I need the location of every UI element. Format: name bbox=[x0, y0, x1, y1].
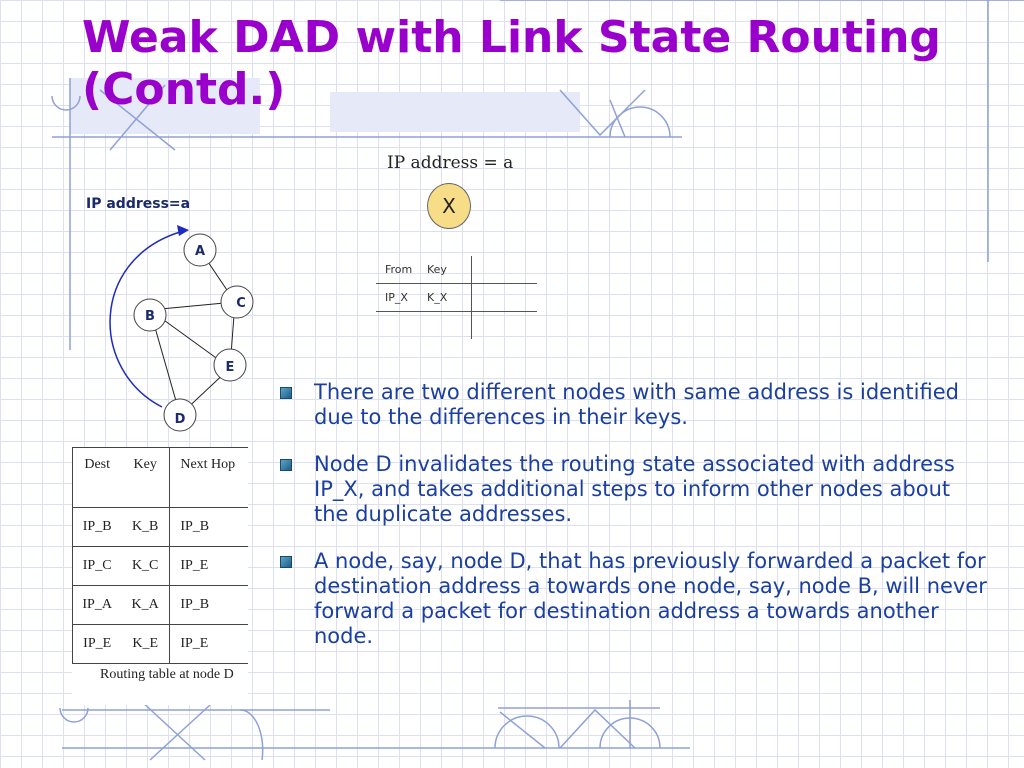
graph-node-e: E bbox=[213, 348, 247, 382]
graph-node-b: B bbox=[133, 298, 167, 332]
table-row: IP_E K_E IP_E bbox=[71, 624, 248, 664]
node-x: X bbox=[427, 183, 471, 229]
cell-key: K_A bbox=[131, 597, 159, 612]
ip-address-caption: IP address = a bbox=[387, 153, 514, 173]
node-label-d: D bbox=[175, 412, 186, 427]
square-bullet-icon bbox=[280, 556, 292, 568]
cell-from: IP_X bbox=[385, 291, 408, 304]
node-label-b: B bbox=[145, 309, 155, 324]
column-header-next-hop: Next Hop bbox=[169, 447, 248, 508]
network-graph: A B C D E bbox=[109, 225, 254, 432]
table-header-row: Dest Key Next Hop bbox=[71, 447, 248, 508]
cell-next-hop: IP_E bbox=[169, 546, 248, 586]
list-item: There are two different nodes with same … bbox=[280, 380, 990, 430]
cell-next-hop: IP_B bbox=[169, 585, 248, 625]
cell-dest: IP_A bbox=[82, 597, 112, 612]
bullet-text: Node D invalidates the routing state ass… bbox=[314, 452, 955, 526]
routing-table-caption: Routing table at node D bbox=[100, 667, 234, 682]
column-header-dest: Dest bbox=[84, 457, 110, 472]
cell-dest: IP_B bbox=[82, 519, 112, 534]
bullet-text: There are two different nodes with same … bbox=[314, 380, 959, 429]
cell-next-hop: IP_E bbox=[169, 624, 248, 664]
list-item: Node D invalidates the routing state ass… bbox=[280, 452, 990, 527]
from-key-table: From Key IP_X K_X bbox=[376, 256, 537, 339]
cell-key: K_B bbox=[131, 519, 159, 534]
bullet-list: There are two different nodes with same … bbox=[280, 380, 990, 671]
cell-next-hop: IP_B bbox=[169, 507, 248, 547]
cell-key: K_X bbox=[427, 291, 448, 304]
cell-dest: IP_E bbox=[83, 636, 112, 651]
table-row: IP_A K_A IP_B bbox=[71, 585, 248, 625]
route-arrow-head bbox=[177, 225, 189, 236]
cell-dest: IP_C bbox=[82, 558, 112, 573]
route-arrow-path bbox=[109, 231, 181, 408]
graph-node-c: C bbox=[220, 285, 254, 319]
column-header-from: From bbox=[385, 263, 413, 276]
list-item: A node, say, node D, that has previously… bbox=[280, 549, 990, 649]
table-row: IP_C K_C IP_E bbox=[71, 546, 248, 586]
table-row-empty bbox=[376, 311, 537, 339]
cell-key: K_E bbox=[132, 636, 158, 651]
graph-node-a: A bbox=[183, 233, 217, 267]
ip-address-label: IP address=a bbox=[86, 196, 191, 212]
table-row: IP_X K_X bbox=[376, 283, 537, 312]
node-label-a: A bbox=[195, 244, 205, 259]
node-label-c: C bbox=[236, 296, 246, 311]
routing-table-panel: Dest Key Next Hop IP_B K_B IP_B IP_C K_C IP… bbox=[71, 447, 248, 705]
table-header-row: From Key bbox=[376, 256, 537, 284]
square-bullet-icon bbox=[280, 459, 292, 471]
square-bullet-icon bbox=[280, 387, 292, 399]
column-header-key: Key bbox=[133, 457, 157, 472]
graph-node-d: D bbox=[163, 398, 197, 432]
cell-key: K_C bbox=[131, 558, 159, 573]
routing-table: Dest Key Next Hop IP_B K_B IP_B IP_C K_C IP… bbox=[71, 447, 248, 664]
slide-title: Weak DAD with Link State Routing (Contd.… bbox=[82, 12, 941, 115]
column-header-key: Key bbox=[427, 263, 447, 276]
table-row: IP_B K_B IP_B bbox=[71, 507, 248, 547]
bullet-text: A node, say, node D, that has previously… bbox=[314, 549, 987, 648]
node-label-e: E bbox=[226, 360, 235, 375]
graph-edges bbox=[149, 249, 236, 416]
